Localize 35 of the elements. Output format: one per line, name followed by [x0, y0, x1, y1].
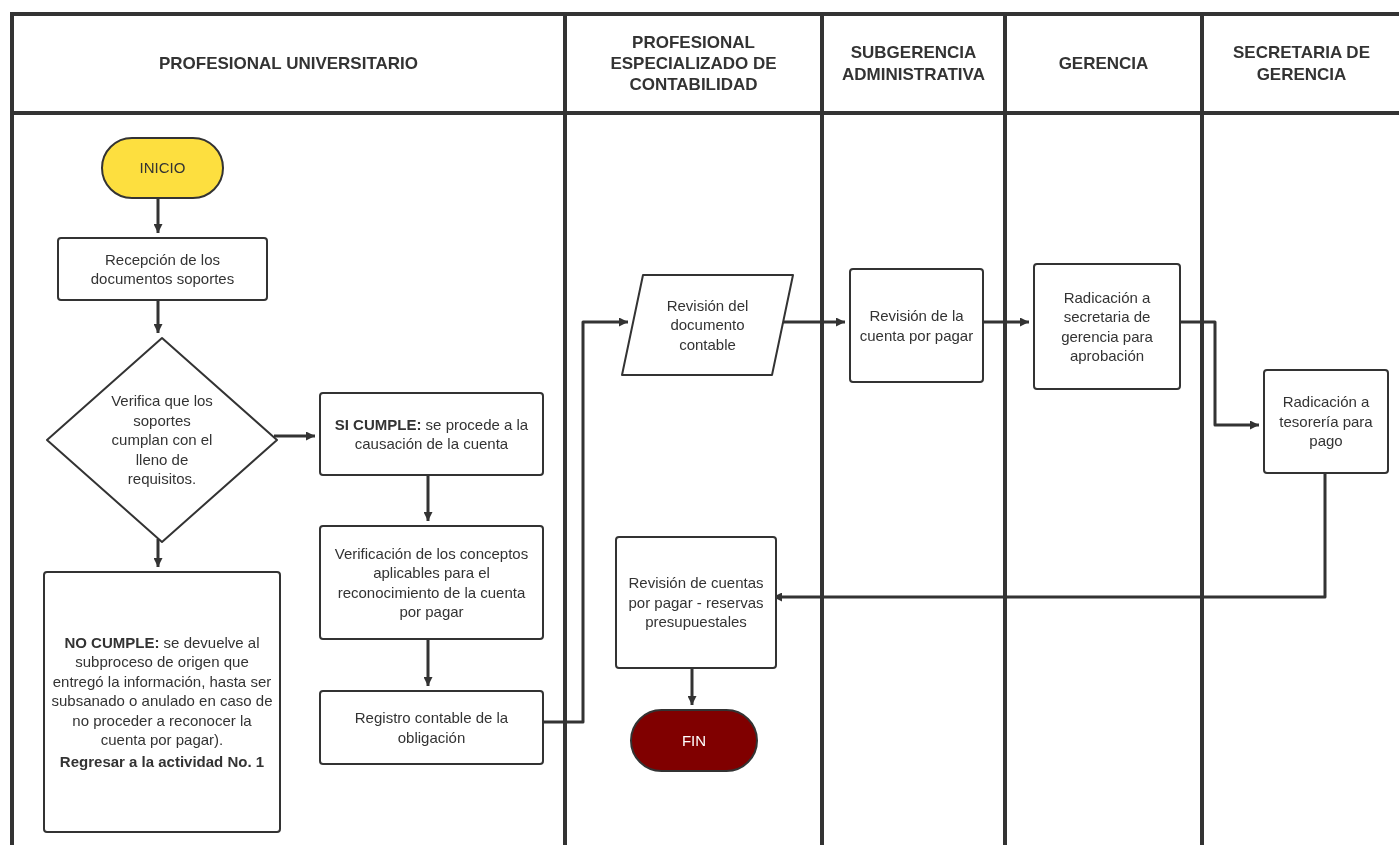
step-text: FIN [681, 730, 707, 751]
process-box [319, 690, 544, 765]
swimlane [1003, 12, 1200, 845]
process-box [57, 237, 268, 301]
step-text: NO CUMPLE: se devuelve al subproceso de origen que entregó la información, hasta ser subsanado o anulado en caso de no proceder a reconocer la cuenta por pagar). [50, 632, 274, 750]
process-box [43, 571, 281, 833]
step-text: Radicación a tesorería para pago [1278, 392, 1374, 451]
step-text: Verifica que los soportes cumplan con el lleno de requisitos. [110, 391, 214, 489]
process-box [615, 536, 777, 669]
step-text: Verificación de los conceptos aplicables para el reconocimiento de la cuenta por pagar [333, 543, 530, 622]
swimlane [1200, 12, 1399, 845]
lane-header: SUBGERENCIA ADMINISTRATIVA [824, 16, 1003, 115]
lane-header: PROFESIONAL UNIVERSITARIO [14, 16, 563, 115]
process-box [1033, 263, 1181, 390]
swimlane [820, 12, 1003, 845]
lane-header: SECRETARIA DE GERENCIA [1204, 16, 1399, 115]
process-box [319, 525, 544, 640]
swimlane [563, 12, 820, 845]
lane-header: PROFESIONAL ESPECIALIZADO DE CONTABILIDAD [567, 16, 820, 115]
process-box [319, 392, 544, 476]
step-text: Recepción de los documentos soportes [89, 249, 236, 289]
step-text: Registro contable de la obligación [353, 708, 510, 747]
process-box [849, 268, 984, 383]
arrow [153, 539, 163, 567]
step-text: SI CUMPLE: se procede a la causación de la cuenta [333, 414, 530, 454]
step-note: Regresar a la actividad No. 1 [59, 751, 265, 772]
step-text: INICIO [139, 158, 186, 178]
step-text: Revisión de la cuenta por pagar [858, 306, 975, 345]
lane-header: GERENCIA [1007, 16, 1200, 115]
step-text: Revisión de cuentas por pagar - reservas presupuestales [627, 573, 765, 632]
swimlane [10, 12, 563, 845]
step-text: Revisión del documento contable [665, 295, 750, 355]
process-box [1263, 369, 1389, 474]
arrow [274, 431, 315, 441]
step-text: Radicación a secretaria de gerencia para aprobación [1060, 287, 1154, 366]
